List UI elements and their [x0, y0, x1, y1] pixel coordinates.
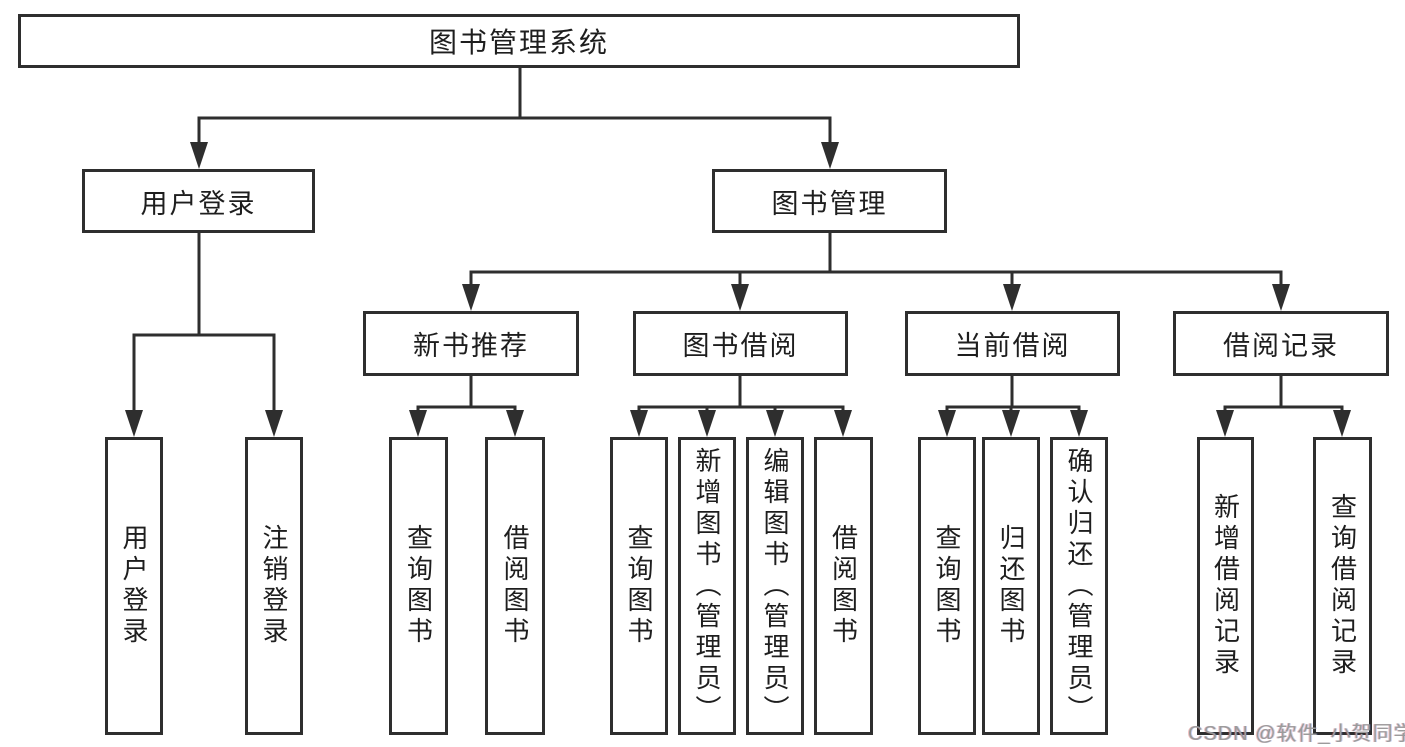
node-user-login-label: 用户登录 — [140, 188, 257, 219]
node-current-borrowing-label: 当前借阅 — [954, 331, 1071, 361]
edges-user-login-to-leaves — [125, 233, 283, 437]
leaf-borrow-books-borrowing-label: 借阅图书 — [828, 524, 859, 648]
node-borrowing-records: 借阅记录 — [1173, 311, 1389, 376]
arrowhead — [1002, 410, 1020, 437]
leaf-user-login: 用户登录 — [105, 437, 163, 735]
node-root: 图书管理系统 — [18, 14, 1020, 68]
arrowhead — [698, 410, 716, 437]
leaf-logout: 注销登录 — [245, 437, 303, 735]
arrowhead — [1333, 410, 1351, 437]
edges-root-to-level2 — [190, 68, 839, 169]
arrowhead — [506, 410, 524, 437]
edges-book-borrowing-to-leaves — [630, 376, 852, 437]
arrowhead — [821, 142, 839, 169]
arrowhead — [938, 410, 956, 437]
leaf-confirm-return-admin-label: 确认归还（管理员） — [1064, 446, 1094, 726]
csdn-watermark: CSDN @软件_小贺同学 — [1188, 723, 1405, 745]
arrowhead — [834, 410, 852, 437]
edges-borrowing-records-to-leaves — [1216, 376, 1351, 437]
leaf-borrow-books-recommend-label: 借阅图书 — [500, 524, 530, 648]
leaf-query-books-borrowing-label: 查询图书 — [624, 524, 654, 648]
arrowhead — [766, 410, 784, 437]
leaf-query-books-recommend-label: 查询图书 — [403, 524, 434, 648]
edges-book-management-to-level3 — [462, 233, 1290, 311]
leaf-query-books-recommend: 查询图书 — [389, 437, 448, 735]
node-book-management: 图书管理 — [712, 169, 947, 233]
arrowhead — [462, 284, 480, 311]
arrowhead — [1216, 410, 1234, 437]
edges-current-borrowing-to-leaves — [938, 376, 1088, 437]
leaf-confirm-return-admin: 确认归还（管理员） — [1050, 437, 1108, 735]
arrowhead — [1070, 410, 1088, 437]
leaf-query-borrow-record: 查询借阅记录 — [1313, 437, 1372, 735]
node-new-book-recommend: 新书推荐 — [363, 311, 579, 376]
leaf-query-books-current: 查询图书 — [918, 437, 976, 735]
edges-new-book-recommend-to-leaves — [409, 376, 524, 437]
leaf-logout-label: 注销登录 — [259, 524, 289, 648]
arrowhead — [1272, 284, 1290, 311]
arrowhead — [125, 410, 143, 437]
node-book-management-label: 图书管理 — [771, 188, 888, 219]
leaf-query-borrow-record-label: 查询借阅记录 — [1327, 493, 1358, 679]
leaf-user-login-label: 用户登录 — [119, 524, 149, 648]
node-book-borrowing-label: 图书借阅 — [682, 331, 799, 361]
leaf-query-books-current-label: 查询图书 — [932, 524, 962, 648]
node-current-borrowing: 当前借阅 — [905, 311, 1120, 376]
node-root-label: 图书管理系统 — [428, 27, 609, 58]
leaf-add-borrow-record: 新增借阅记录 — [1197, 437, 1254, 735]
arrowhead — [630, 410, 648, 437]
node-user-login: 用户登录 — [82, 169, 315, 233]
node-borrowing-records-label: 借阅记录 — [1223, 331, 1339, 361]
leaf-query-books-borrowing: 查询图书 — [610, 437, 668, 735]
arrowhead — [265, 410, 283, 437]
leaf-add-book-admin: 新增图书（管理员） — [678, 437, 736, 735]
arrowhead — [190, 142, 208, 169]
leaf-return-books-label: 归还图书 — [996, 524, 1026, 648]
arrowhead — [409, 410, 427, 437]
leaf-add-book-admin-label: 新增图书（管理员） — [692, 446, 722, 726]
leaf-return-books: 归还图书 — [982, 437, 1040, 735]
arrowhead — [731, 284, 749, 311]
leaf-edit-book-admin-label: 编辑图书（管理员） — [760, 446, 790, 726]
node-book-borrowing: 图书借阅 — [633, 311, 848, 376]
arrowhead — [1003, 284, 1021, 311]
leaf-edit-book-admin: 编辑图书（管理员） — [746, 437, 804, 735]
node-new-book-recommend-label: 新书推荐 — [413, 331, 529, 361]
leaf-borrow-books-borrowing: 借阅图书 — [814, 437, 873, 735]
leaf-borrow-books-recommend: 借阅图书 — [485, 437, 545, 735]
leaf-add-borrow-record-label: 新增借阅记录 — [1210, 493, 1241, 679]
